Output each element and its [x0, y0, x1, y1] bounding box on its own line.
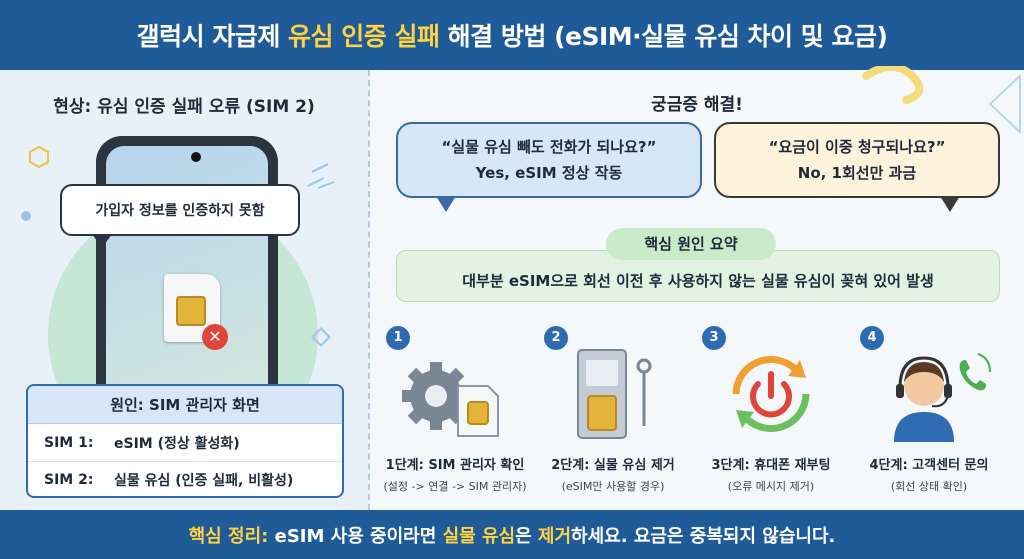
footer-text: eSIM 사용 중이라면	[274, 525, 443, 547]
error-x-icon: ✕	[202, 324, 228, 350]
footer-highlight: 실물 유심	[442, 525, 516, 547]
panel-divider	[368, 70, 370, 510]
symptom-title: 현상: 유심 인증 실패 오류 (SIM 2)	[53, 97, 315, 117]
bubble-tail	[92, 234, 112, 248]
diamond-icon	[311, 327, 331, 347]
step-subtitle: (eSIM만 사용할 경우)	[561, 480, 665, 493]
step-title: 1단계: SIM 관리자 확인	[385, 458, 525, 473]
question-bubble-1: “실물 유심 빼도 전화가 되나요?” Yes, eSIM 정상 작동	[396, 122, 702, 212]
step-subtitle: (설정 -> 연결 -> SIM 관리자)	[383, 480, 527, 493]
header-banner: 갤럭시 자급제 유심 인증 실패 해결 방법 (eSIM·실물 유심 차이 및 …	[0, 0, 1024, 70]
step-subtitle: (오류 메시지 제거)	[727, 480, 815, 493]
summary-text: 대부분 eSIM으로 회선 이전 후 사용하지 않는 실물 유심이 꽂혀 있어 …	[462, 271, 934, 290]
sim-row: SIM 1: eSIM (정상 활성화)	[28, 424, 342, 461]
gear-sim-icon	[402, 362, 499, 437]
question-text: “요금이 이중 청구되나요?”	[768, 138, 946, 156]
footer-text: 하세요. 요금은 중복되지 않습니다.	[571, 525, 836, 547]
bubble-tail	[436, 196, 456, 212]
sparkle-lines-icon	[307, 163, 335, 189]
question-mark-icon	[862, 66, 924, 104]
error-speech-bubble: 가입자 정보를 인증하지 못함	[60, 184, 300, 248]
sim-row-value: 실물 유심 (인증 실패, 비활성)	[114, 473, 294, 489]
diamond-outline-icon	[988, 74, 1021, 134]
sim-box-title: 원인: SIM 관리자 화면	[28, 386, 342, 424]
step-3: 3 3단계: 휴대폰 재부팅 (오류 메시지 제거)	[696, 326, 846, 506]
step-2: 2 2단계: 실물 유심 제거 (eSIM만 사용할 경우)	[538, 326, 688, 506]
footer-label: 핵심 정리:	[188, 525, 275, 547]
sim-row-label: SIM 2:	[44, 472, 94, 488]
customer-support-icon	[894, 353, 991, 442]
step-number: 2	[544, 326, 568, 350]
bubble-tail	[940, 196, 960, 212]
question-bubble-2: “요금이 이중 청구되나요?” No, 1회선만 과금	[714, 122, 1000, 212]
step-number: 3	[702, 326, 726, 350]
page-title: 갤럭시 자급제 유심 인증 실패 해결 방법 (eSIM·실물 유심 차이 및 …	[137, 17, 888, 53]
solution-panel: 궁금증 해결! “실물 유심 빼도 전화가 되나요?” Yes, eSIM 정상…	[370, 66, 1024, 510]
power-restart-icon	[732, 356, 810, 432]
sim-row: SIM 2: 실물 유심 (인증 실패, 비활성)	[28, 461, 342, 496]
question-text: “실물 유심 빼도 전화가 되나요?”	[441, 138, 657, 156]
step-title: 2단계: 실물 유심 제거	[551, 458, 675, 473]
step-4: 4 4단계: 고객센터 문의 (회선 상태 확인)	[854, 326, 1004, 506]
hexagon-icon	[29, 146, 49, 168]
sim-tray-pin-icon	[577, 349, 652, 439]
summary-badge: 핵심 원인 요약	[606, 228, 776, 260]
title-suffix: 해결 방법 (eSIM·실물 유심 차이 및 요금)	[439, 22, 888, 51]
step-title: 3단계: 휴대폰 재부팅	[711, 458, 831, 473]
footer-text: 은	[515, 525, 538, 547]
footer-summary: 핵심 정리: eSIM 사용 중이라면 실물 유심은 제거하세요. 요금은 중복…	[189, 522, 836, 548]
camera-icon	[191, 152, 201, 162]
step-number: 4	[860, 326, 884, 350]
step-1: 1 1단계: SIM 관리자 확인 (설정 -> 연결 -> SIM 관리자)	[380, 326, 530, 506]
answer-text: Yes, eSIM 정상 작동	[475, 164, 623, 182]
footer-highlight: 제거	[537, 525, 572, 547]
title-prefix: 갤럭시 자급제	[136, 22, 289, 51]
title-highlight: 유심 인증 실패	[288, 22, 440, 51]
step-subtitle: (회선 상태 확인)	[890, 480, 968, 493]
step-title: 4단계: 고객센터 문의	[869, 458, 989, 473]
sim-row-label: SIM 1:	[44, 434, 94, 451]
sim-row-value: eSIM (정상 활성화)	[114, 435, 240, 452]
step-number: 1	[386, 326, 410, 350]
answer-text: No, 1회선만 과금	[797, 164, 917, 182]
symptom-panel: 현상: 유심 인증 실패 오류 (SIM 2) ✕ 가입자 정보를 인증하지 못…	[0, 70, 368, 510]
faq-title: 궁금증 해결!	[651, 95, 743, 115]
sim-chip-icon	[176, 296, 206, 326]
dot-icon	[21, 211, 31, 221]
sim-manager-box: 원인: SIM 관리자 화면 SIM 1: eSIM (정상 활성화) SIM …	[26, 384, 344, 498]
footer-banner: 핵심 정리: eSIM 사용 중이라면 실물 유심은 제거하세요. 요금은 중복…	[0, 510, 1024, 559]
error-message: 가입자 정보를 인증하지 못함	[95, 203, 265, 219]
